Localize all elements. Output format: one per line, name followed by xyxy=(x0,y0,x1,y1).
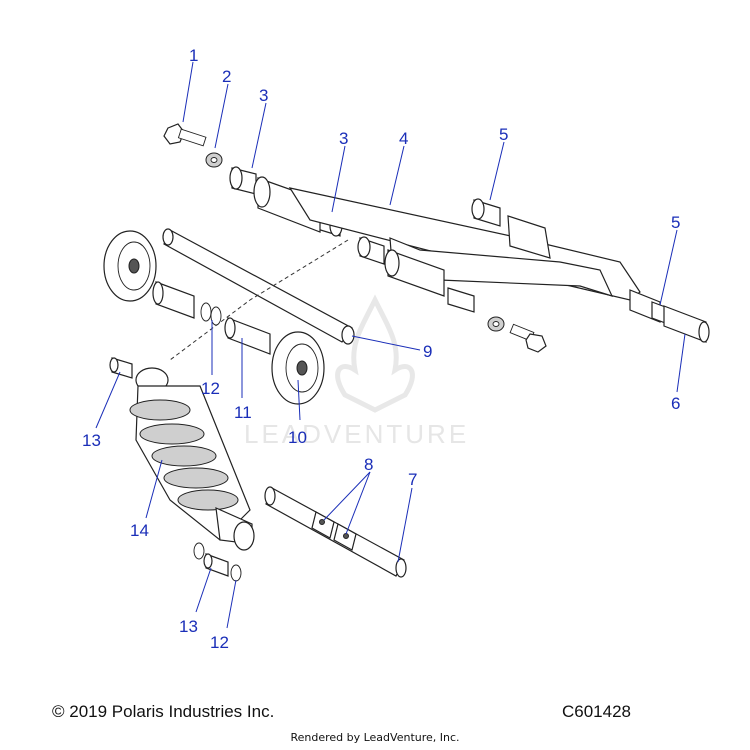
part-12-o-ring-lower-a[interactable] xyxy=(193,542,205,560)
callout-12b: 12 xyxy=(210,633,229,652)
part-12-o-ring-lower-b[interactable] xyxy=(230,564,242,582)
leadventure-flame-logo xyxy=(335,294,415,413)
part-9-rod[interactable] xyxy=(162,228,355,345)
callout-7: 7 xyxy=(408,470,417,489)
part-1-bolt[interactable] xyxy=(163,123,207,147)
center-line-dashed xyxy=(169,239,349,361)
rendered-by-text: Rendered by LeadVenture, Inc. xyxy=(290,731,460,744)
drawing-id: C601428 xyxy=(562,702,632,721)
callout-11: 11 xyxy=(234,403,252,422)
part-10-wheel-left[interactable] xyxy=(103,230,157,302)
part-13-bushing-upper[interactable] xyxy=(109,357,133,379)
callout-1: 1 xyxy=(189,46,198,65)
part-6-pivot-shaft[interactable] xyxy=(663,305,710,343)
callouts: 1 2 3 3 4 5 5 6 7 8 9 10 11 12 12 13 13 … xyxy=(82,46,680,652)
part-4-a-arm[interactable] xyxy=(253,176,661,323)
part-11-sleeve[interactable] xyxy=(224,317,271,355)
part-3-bushing-upper[interactable] xyxy=(229,166,257,195)
part-10-wheel-right[interactable] xyxy=(271,331,325,405)
right-washer-bolt[interactable] xyxy=(487,316,547,353)
callout-5a: 5 xyxy=(499,125,508,144)
part-5-bushing-a[interactable] xyxy=(471,198,501,227)
part-14-shock[interactable] xyxy=(129,367,255,551)
watermark: LEADVENTURE xyxy=(244,294,469,449)
part-13-bushing-lower[interactable] xyxy=(203,553,229,577)
axle-spacer-left[interactable] xyxy=(152,281,195,319)
callout-6: 6 xyxy=(671,394,680,413)
callout-3b: 3 xyxy=(339,129,348,148)
callout-12a: 12 xyxy=(201,379,220,398)
callout-5b: 5 xyxy=(671,213,680,232)
part-7-shaft[interactable] xyxy=(264,486,407,578)
callout-9: 9 xyxy=(423,342,432,361)
leader-lines xyxy=(95,61,686,629)
callout-10: 10 xyxy=(288,428,307,447)
callout-3a: 3 xyxy=(259,86,268,105)
callout-4: 4 xyxy=(399,129,408,148)
callout-13a: 13 xyxy=(82,431,101,450)
part-2-washer[interactable] xyxy=(205,152,223,168)
callout-2: 2 xyxy=(222,67,231,86)
callout-8: 8 xyxy=(364,455,373,474)
part-12-o-rings-upper[interactable] xyxy=(200,302,222,326)
copyright-text: © 2019 Polaris Industries Inc. xyxy=(52,702,275,721)
watermark-text: LEADVENTURE xyxy=(244,419,469,449)
part-8-collars[interactable] xyxy=(311,511,357,551)
callout-13b: 13 xyxy=(179,617,198,636)
callout-14: 14 xyxy=(130,521,149,540)
